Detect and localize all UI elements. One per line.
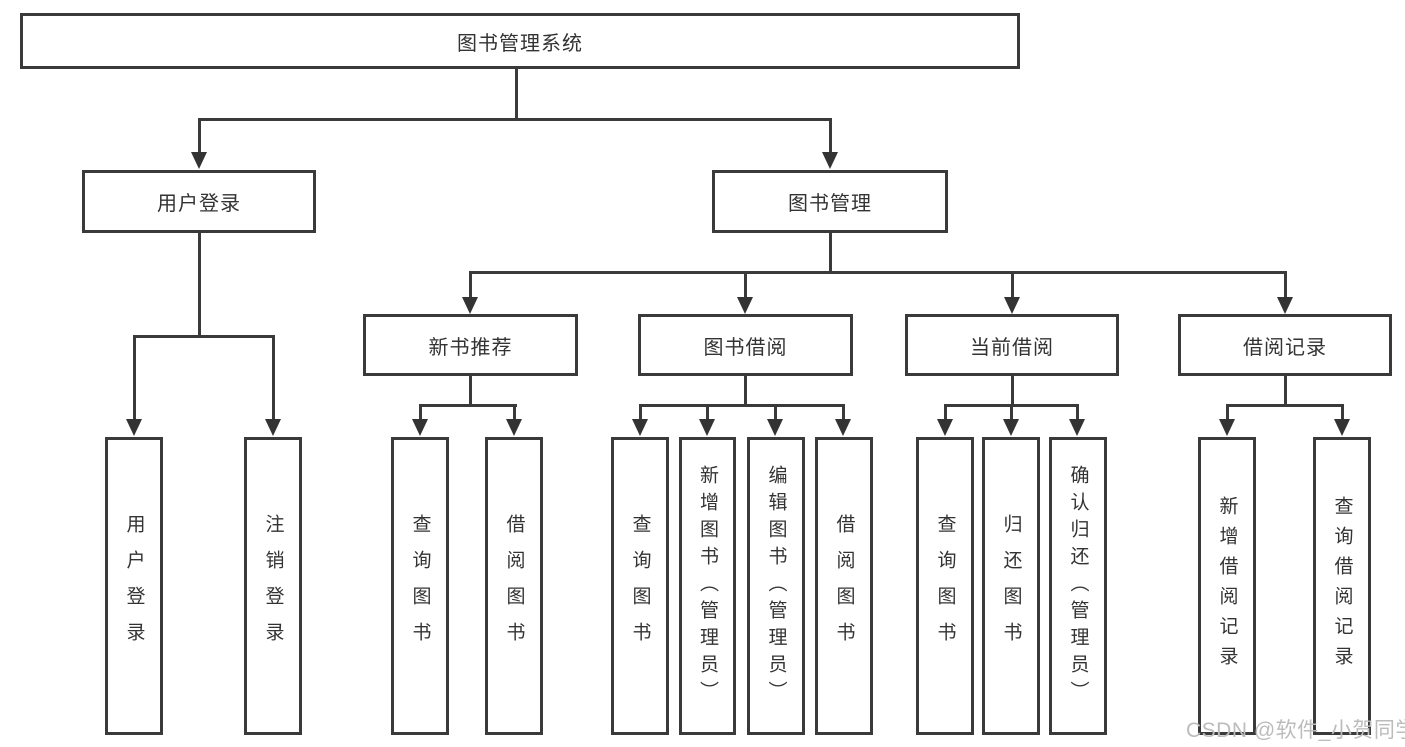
leaf-edit-book-admin: 编辑图书（管理员） — [747, 437, 805, 735]
arrow-down-icon — [506, 419, 522, 436]
connector-line — [272, 335, 275, 423]
node-user-login-label: 用户登录 — [157, 193, 241, 215]
connector-line — [133, 335, 136, 423]
leaf-add-borrow-record: 新增借阅记录 — [1198, 437, 1256, 735]
connector-line — [639, 404, 845, 407]
arrow-down-icon — [1334, 419, 1350, 436]
leaf-user-login-label: 用户登录 — [123, 514, 145, 658]
connector-line — [419, 404, 422, 423]
node-new-book-recommend-label: 新书推荐 — [428, 336, 513, 359]
connector-line — [469, 271, 472, 299]
connector-line — [1011, 271, 1014, 299]
connector-line — [198, 118, 832, 121]
connector-line — [1341, 404, 1344, 423]
arrow-down-icon — [937, 419, 953, 436]
connector-line — [1011, 376, 1014, 407]
leaf-query-books-recommend-label: 查询图书 — [409, 514, 431, 658]
leaf-add-borrow-record-label: 新增借阅记录 — [1216, 496, 1238, 676]
arrow-down-icon — [191, 152, 207, 169]
arrow-down-icon — [1004, 297, 1020, 314]
connector-line — [829, 118, 832, 156]
node-new-book-recommend: 新书推荐 — [363, 314, 578, 376]
node-root: 图书管理系统 — [20, 13, 1020, 69]
connector-line — [198, 233, 201, 338]
connector-line — [774, 404, 777, 423]
arrow-down-icon — [265, 419, 281, 436]
node-borrow-records-label: 借阅记录 — [1243, 336, 1327, 359]
arrow-down-icon — [412, 419, 428, 436]
connector-line — [513, 404, 516, 423]
connector-line — [469, 376, 472, 407]
connector-line — [639, 404, 642, 423]
leaf-user-login: 用户登录 — [105, 437, 163, 735]
node-user-login: 用户登录 — [82, 170, 316, 233]
connector-line — [198, 118, 201, 156]
leaf-add-book-admin: 新增图书（管理员） — [679, 437, 736, 735]
leaf-borrow-books-recommend: 借阅图书 — [485, 437, 543, 735]
leaf-query-books-recommend: 查询图书 — [391, 437, 449, 735]
leaf-query-books-borrow: 查询图书 — [611, 437, 669, 735]
arrow-down-icon — [822, 152, 838, 169]
connector-line — [944, 404, 947, 423]
node-book-management-label: 图书管理 — [788, 193, 872, 215]
leaf-return-book: 归还图书 — [982, 437, 1040, 735]
leaf-query-borrow-record-label: 查询借阅记录 — [1331, 496, 1353, 676]
node-book-borrow: 图书借阅 — [638, 314, 853, 376]
leaf-query-borrow-record: 查询借阅记录 — [1313, 437, 1371, 735]
leaf-borrow-books-borrow-label: 借阅图书 — [833, 514, 855, 658]
leaf-query-books-current-label: 查询图书 — [934, 514, 956, 658]
node-current-borrow: 当前借阅 — [905, 314, 1119, 376]
connector-line — [133, 335, 275, 338]
leaf-query-books-current: 查询图书 — [916, 437, 974, 735]
connector-line — [419, 404, 517, 407]
leaf-logout: 注销登录 — [244, 437, 302, 735]
connector-line — [469, 271, 1287, 274]
arrow-down-icon — [1219, 419, 1235, 436]
connector-line — [1284, 376, 1287, 407]
connector-line — [842, 404, 845, 423]
arrow-down-icon — [462, 297, 478, 314]
connector-line — [515, 68, 518, 121]
arrow-down-icon — [699, 419, 715, 436]
leaf-logout-label: 注销登录 — [262, 514, 284, 658]
arrow-down-icon — [737, 297, 753, 314]
connector-line — [829, 233, 832, 274]
arrow-down-icon — [126, 419, 142, 436]
csdn-watermark: CSDN @软件_小贺同学 — [1186, 719, 1405, 742]
connector-line — [1076, 404, 1079, 423]
node-book-management: 图书管理 — [712, 170, 948, 233]
arrow-down-icon — [767, 419, 783, 436]
connector-line — [744, 376, 747, 407]
arrow-down-icon — [835, 419, 851, 436]
connector-line — [1010, 404, 1013, 423]
node-root-label: 图书管理系统 — [457, 32, 583, 55]
leaf-return-book-label: 归还图书 — [1000, 514, 1022, 658]
leaf-borrow-books-borrow: 借阅图书 — [815, 437, 873, 735]
leaf-confirm-return-admin: 确认归还（管理员） — [1049, 437, 1107, 735]
node-borrow-records: 借阅记录 — [1178, 314, 1392, 376]
node-book-borrow-label: 图书借阅 — [703, 336, 788, 359]
arrow-down-icon — [632, 419, 648, 436]
leaf-edit-book-admin-label: 编辑图书（管理员） — [765, 464, 787, 708]
node-current-borrow-label: 当前借阅 — [970, 336, 1054, 359]
connector-line — [706, 404, 709, 423]
arrow-down-icon — [1069, 419, 1085, 436]
connector-line — [1226, 404, 1229, 423]
connector-line — [1226, 404, 1343, 407]
arrow-down-icon — [1003, 419, 1019, 436]
arrow-down-icon — [1277, 297, 1293, 314]
leaf-borrow-books-recommend-label: 借阅图书 — [503, 514, 525, 658]
leaf-add-book-admin-label: 新增图书（管理员） — [697, 464, 718, 708]
connector-line — [744, 271, 747, 299]
connector-line — [1284, 271, 1287, 299]
leaf-confirm-return-admin-label: 确认归还（管理员） — [1067, 464, 1089, 708]
leaf-query-books-borrow-label: 查询图书 — [629, 514, 651, 658]
